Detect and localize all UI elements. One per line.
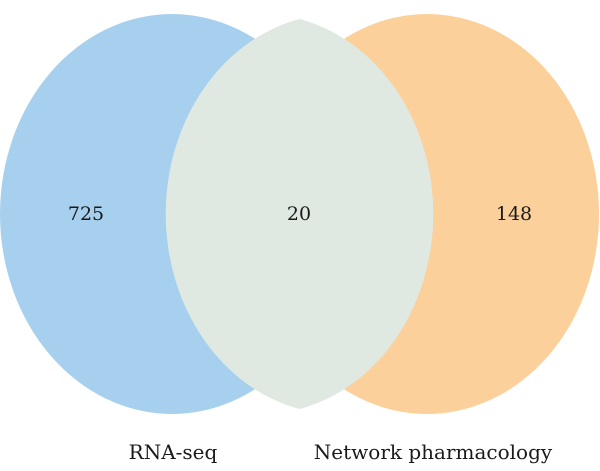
set-label-network-pharmacology: Network pharmacology — [314, 440, 553, 464]
set-label-rna-seq: RNA-seq — [129, 440, 218, 464]
right-only-count: 148 — [496, 203, 532, 225]
left-only-count: 725 — [68, 203, 104, 225]
intersection-count: 20 — [287, 203, 311, 225]
intersection-region — [165, 19, 434, 409]
